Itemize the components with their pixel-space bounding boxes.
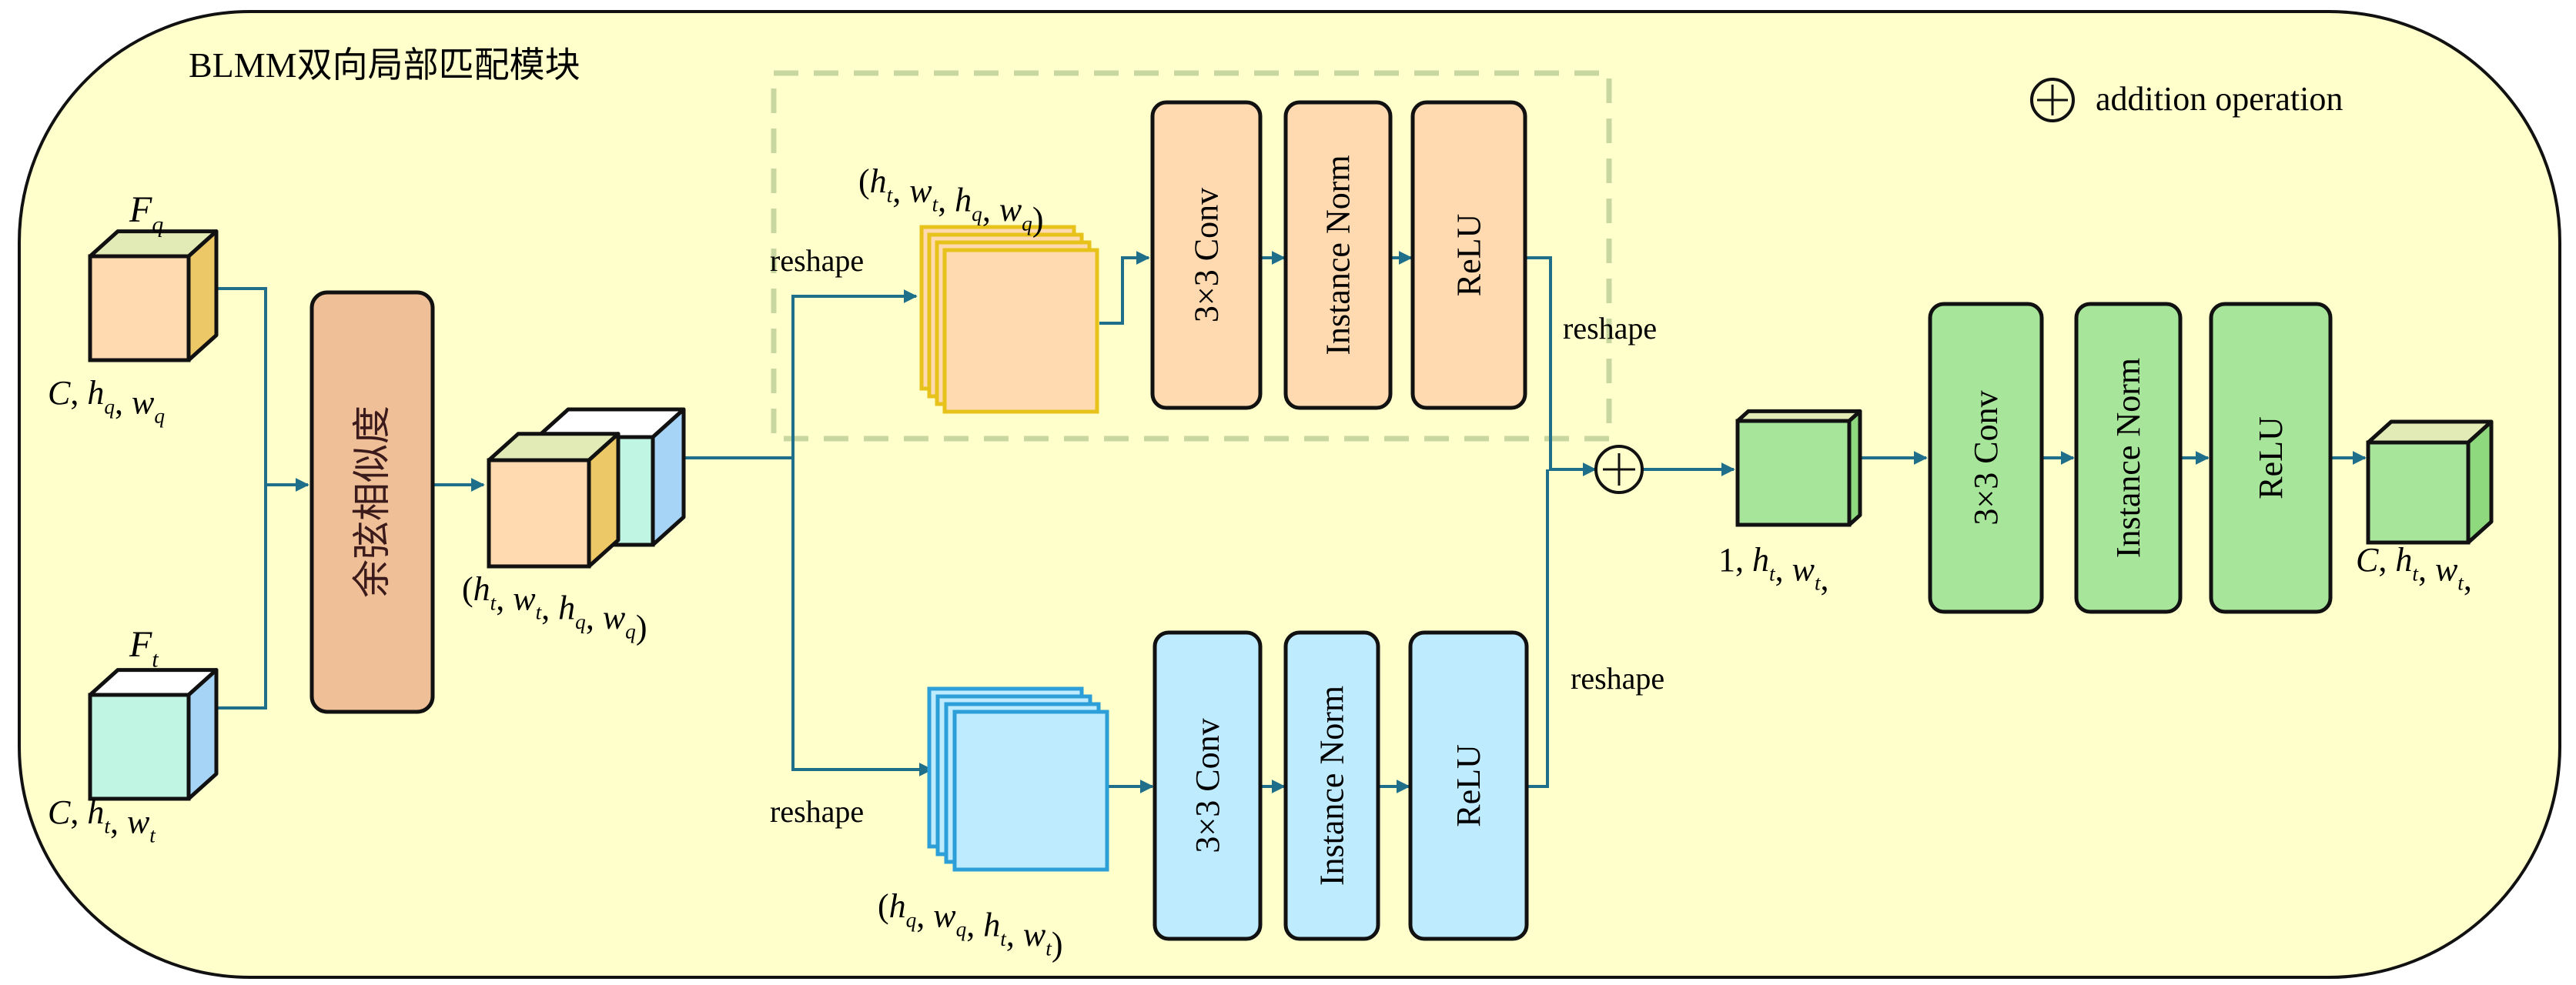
lower-reshaped-stack-slice: [952, 710, 1109, 872]
feature-cubes: [88, 229, 2494, 801]
lower-reshape-out-label: reshape: [1571, 661, 1664, 696]
module-title: BLMM双向局部匹配模块: [189, 45, 580, 85]
feature-stacks: [919, 225, 1109, 872]
upper-instance-norm-block-label: Instance Norm: [1320, 155, 1357, 355]
connectors: [208, 251, 2367, 793]
lower-instance-norm-block: Instance Norm: [1283, 630, 1380, 941]
similarity-volume-front-front-face: [487, 458, 591, 569]
upper-reshape-in-label: reshape: [770, 243, 864, 278]
addition-node: [1594, 445, 1644, 494]
connector-fq: [208, 287, 267, 485]
lower-relu-block: ReLU: [1408, 630, 1529, 941]
module-container: [18, 10, 2561, 979]
upper-relu-block-label: ReLU: [1450, 214, 1488, 297]
upper-instance-norm-block-box: [1283, 100, 1393, 410]
output-conv-block: 3×3 Conv: [1928, 302, 2044, 614]
upper-reshaped-stack-slice: [942, 248, 1099, 414]
legend: addition operation: [2030, 78, 2343, 122]
output-instance-norm-block: Instance Norm: [2074, 302, 2183, 614]
output-relu-block-box: [2209, 302, 2333, 614]
similarity-volume-front: [487, 432, 621, 569]
query-feature-name: Fq: [129, 189, 163, 237]
upper-instance-norm-block: Instance Norm: [1283, 100, 1393, 410]
output-relu-block-label: ReLU: [2252, 416, 2290, 499]
cosine-similarity-box: [309, 290, 435, 714]
fused-feature-dims: 1, ht, wt,: [1718, 541, 1829, 598]
lower-conv-block: 3×3 Conv: [1153, 630, 1263, 941]
output-conv-block-label: 3×3 Conv: [1967, 390, 2005, 525]
connector-upper-out: [1525, 256, 1552, 469]
lower-conv-block-label: 3×3 Conv: [1189, 718, 1226, 853]
addition-icon: [2030, 78, 2075, 122]
output-feature-cube-side-face: [2466, 419, 2494, 545]
connector-split-upper: [791, 289, 918, 458]
upper-reshape-out-label: reshape: [1563, 311, 1657, 346]
lower-conv-block-box: [1153, 630, 1263, 941]
lower-stack-dims: (hq, wq, ht, wt): [878, 887, 1062, 963]
output-relu-block: ReLU: [2209, 302, 2333, 614]
similarity-volume-front-side-face: [587, 432, 621, 569]
connector-lower-out: [1527, 469, 1549, 788]
target-feature-name: Ft: [129, 624, 159, 672]
connector-split-lower: [791, 458, 933, 776]
query-feature-cube-side-face: [186, 229, 219, 362]
lower-relu-block-label: ReLU: [1450, 744, 1487, 827]
lower-reshaped-stack: [927, 686, 1109, 872]
target-feature-cube-front-face: [88, 693, 191, 801]
target-feature-cube-side-face: [186, 668, 219, 801]
connector-ft: [208, 485, 267, 710]
target-feature-dims: C, ht, wt: [48, 793, 156, 847]
fused-feature-cube: [1735, 409, 1862, 527]
upper-relu-block: ReLU: [1410, 100, 1527, 410]
connector-upper-stack-conv: [1099, 251, 1150, 325]
similarity-volume-dims: (ht, wt, hq, wq): [462, 570, 647, 646]
output-conv-block-box: [1928, 302, 2044, 614]
legend-label: addition operation: [2096, 80, 2343, 118]
fused-feature-cube-front-face: [1735, 419, 1852, 527]
upper-relu-block-box: [1410, 100, 1527, 410]
upper-branch-group: [771, 70, 1612, 442]
output-instance-norm-block-box: [2074, 302, 2183, 614]
output-feature-dims: C, ht, wt,: [2356, 541, 2472, 598]
query-feature-dims: C, hq, wq: [48, 374, 165, 428]
query-feature-cube: [88, 229, 219, 362]
output-feature-cube-front-face: [2366, 440, 2471, 545]
target-feature-cube: [88, 668, 219, 801]
upper-stack-dims: (ht, wt, hq, wq): [858, 162, 1043, 238]
query-feature-cube-front-face: [88, 254, 191, 362]
cosine-similarity-block: 余弦相似度: [309, 290, 435, 714]
lower-reshape-in-label: reshape: [770, 794, 864, 829]
output-feature-cube: [2366, 419, 2494, 545]
lower-instance-norm-block-box: [1283, 630, 1380, 941]
upper-conv-block-label: 3×3 Conv: [1188, 188, 1226, 322]
output-instance-norm-block-label: Instance Norm: [2109, 358, 2147, 558]
upper-conv-block: 3×3 Conv: [1150, 100, 1263, 410]
cosine-similarity-label: 余弦相似度: [350, 406, 393, 598]
lower-relu-block-box: [1408, 630, 1529, 941]
lower-instance-norm-block-label: Instance Norm: [1313, 686, 1351, 886]
upper-conv-block-box: [1150, 100, 1263, 410]
upper-reshaped-stack: [919, 225, 1099, 414]
